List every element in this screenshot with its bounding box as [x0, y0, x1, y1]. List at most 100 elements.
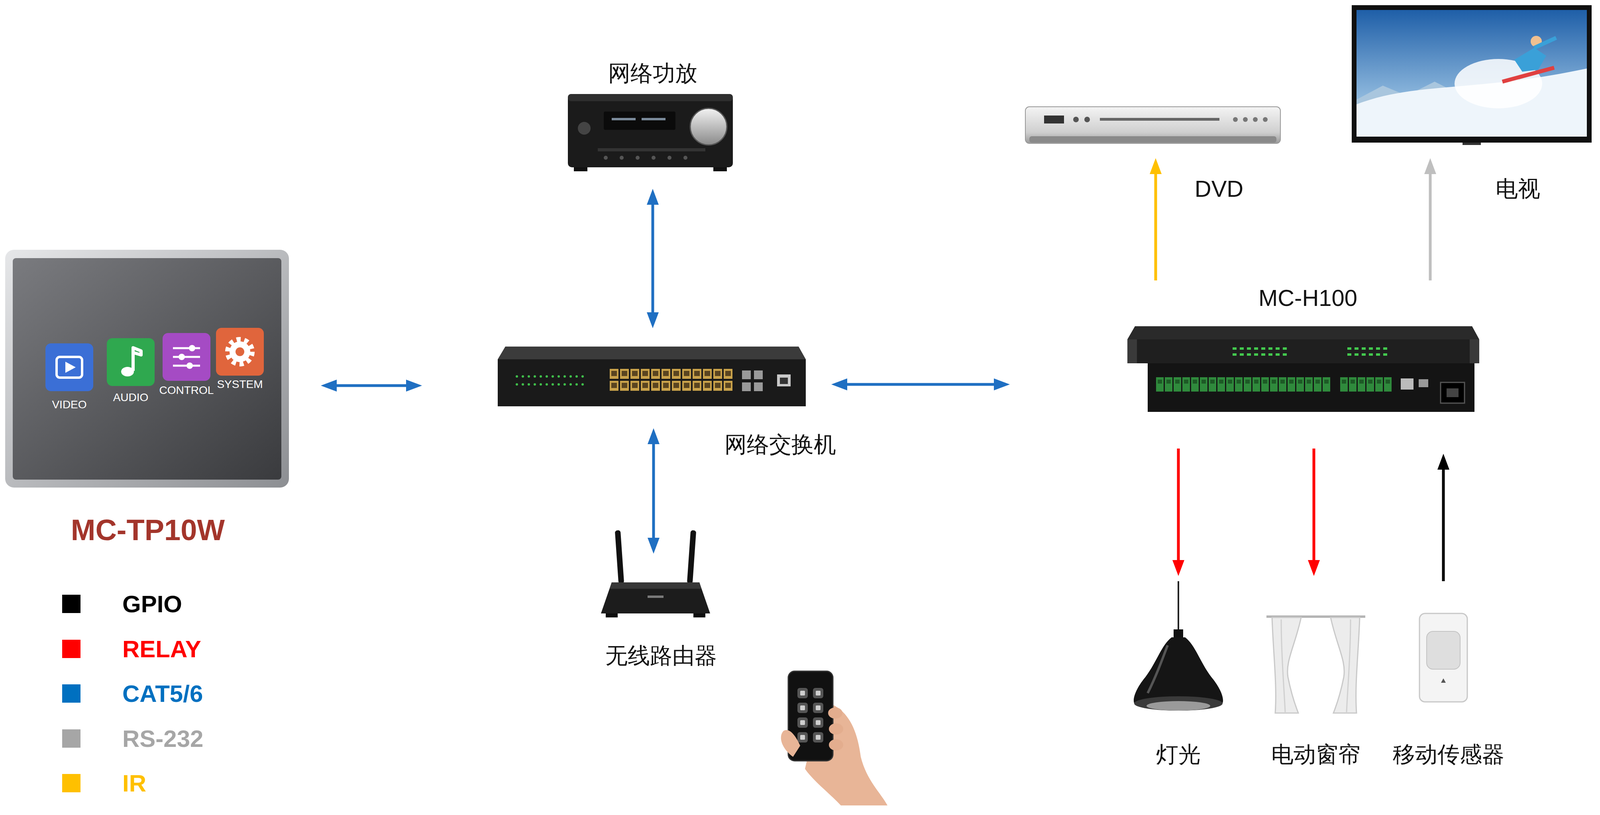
control-host-illustration-part [1155, 376, 1332, 393]
touch-panel-illustration-part [45, 343, 94, 392]
legend-swatch [62, 729, 81, 748]
device-label: 电视 [1495, 176, 1541, 202]
amplifier-illustration-part [619, 155, 624, 160]
tv-illustration-part [1534, 37, 1557, 48]
amplifier-illustration-part [690, 108, 727, 146]
touch-panel-illustration-part-part [227, 339, 252, 364]
lamp-illustration-part [1147, 645, 1168, 694]
amplifier-illustration-part [577, 121, 591, 135]
control-host-illustration-part [1400, 378, 1414, 390]
amplifier-illustration-part [603, 155, 608, 160]
touch-panel-illustration-part-part [65, 361, 76, 374]
touch-panel-illustration-part-part [56, 357, 83, 378]
touch-panel-illustration-part-part [172, 356, 201, 359]
router-illustration-part [605, 613, 618, 618]
legend-swatch [62, 594, 81, 614]
control-host: MC-H100 [1127, 326, 1480, 419]
amplifier-illustration [567, 94, 733, 172]
switch-illustration-part [753, 382, 763, 392]
router-illustration [600, 530, 711, 618]
amplifier-illustration-part [611, 117, 636, 121]
device-label: DVD [1194, 175, 1244, 203]
tv-illustration-part [1502, 67, 1555, 82]
phone-in-hand-illustration-part [828, 723, 844, 735]
lamp-illustration-part [1146, 701, 1211, 711]
amplifier-illustration-part [603, 111, 676, 130]
curtain-illustration-part [1272, 617, 1302, 714]
device-label: MC-TP10W [70, 513, 225, 548]
lamp-illustration [1133, 581, 1224, 711]
control-host-illustration [1127, 326, 1480, 413]
dvd-illustration-part [1073, 116, 1079, 123]
switch-illustration-part [742, 370, 751, 380]
icon-label: AUDIO [113, 391, 149, 405]
amplifier-illustration-part [635, 155, 640, 160]
connector-arrow [652, 440, 656, 542]
connector-arrow [1154, 170, 1158, 281]
amplifier-illustration-part [683, 155, 688, 160]
motion-sensor: 移动传感器 [1417, 612, 1469, 704]
dvd-illustration-part [1044, 115, 1065, 124]
switch-illustration-part [742, 382, 751, 392]
device-label: 灯光 [1156, 742, 1201, 768]
touch-panel-illustration-part-part [215, 327, 264, 376]
wireless-router: 无线路由器 [601, 565, 710, 622]
amplifier-illustration-part [651, 155, 656, 160]
motion-sensor-illustration-part [1426, 631, 1461, 670]
connector-arrow [1312, 448, 1316, 565]
amplifier-illustration-part [567, 94, 733, 168]
control-host-illustration-part [1231, 345, 1289, 358]
router-illustration-part [614, 530, 625, 585]
device-label: MC-H100 [1258, 284, 1358, 312]
touch-panel-illustration-part-part [235, 347, 245, 357]
router-illustration-part [609, 582, 702, 589]
touch-panel-illustration-part-part [188, 345, 196, 352]
curtain-illustration [1266, 616, 1366, 714]
control-host-illustration-part [1418, 379, 1429, 388]
touch-panel-illustration-part [5, 249, 289, 488]
tv-illustration-part [1514, 47, 1547, 72]
amplifier-illustration-part [667, 155, 672, 160]
motion-sensor-illustration [1419, 613, 1468, 703]
lamp-illustration-part [1134, 696, 1223, 711]
device-label: 电动窗帘 [1271, 742, 1361, 768]
connector-arrow [651, 200, 655, 317]
tv-illustration [1351, 5, 1592, 146]
switch-illustration-part [753, 370, 763, 380]
router-illustration-part [687, 530, 697, 585]
motion-sensor-illustration-part [1440, 678, 1446, 684]
dvd-illustration-part [1099, 117, 1220, 121]
control-host-illustration-part [1127, 326, 1480, 340]
amplifier-illustration-part [641, 117, 666, 121]
touch-panel-illustration-part-part [121, 367, 134, 377]
network-amplifier: 网络功放 [566, 91, 735, 172]
dvd-illustration-part [1242, 117, 1248, 122]
icon-label: SYSTEM [216, 378, 263, 391]
control-host-illustration-part [1346, 345, 1390, 358]
device-label: 网络功放 [608, 60, 698, 87]
touch-panel-illustration-part-part [172, 347, 201, 350]
phone-in-hand-illustration [781, 671, 888, 806]
touch-panel-illustration-part-part [178, 353, 185, 361]
connector-arrow [1177, 448, 1180, 565]
legend-swatch [62, 774, 81, 793]
legend-label: GPIO [122, 590, 183, 619]
amplifier-illustration-part [597, 148, 706, 152]
touch-panel-illustration-part-part [106, 338, 155, 387]
dvd-illustration-part [1029, 136, 1277, 143]
control-host-illustration-part [1469, 339, 1480, 364]
dvd-illustration-part [1025, 106, 1281, 144]
device-label: 无线路由器 [605, 643, 717, 669]
dvd-illustration-part [1252, 117, 1258, 122]
curtain-illustration-part [1330, 617, 1360, 714]
legend-label: CAT5/6 [122, 680, 203, 708]
router-illustration-part [600, 582, 711, 614]
dvd-illustration-part [1084, 116, 1090, 123]
icon-label: CONTROL [159, 384, 214, 397]
tv-illustration-part [1462, 142, 1481, 146]
network-switch: 网络交换机 [497, 346, 806, 409]
touch-panel: MC-TP10W [5, 249, 289, 488]
switch-illustration [497, 346, 806, 407]
lamp-illustration-part [1133, 637, 1224, 704]
switch-illustration-part [609, 369, 735, 393]
